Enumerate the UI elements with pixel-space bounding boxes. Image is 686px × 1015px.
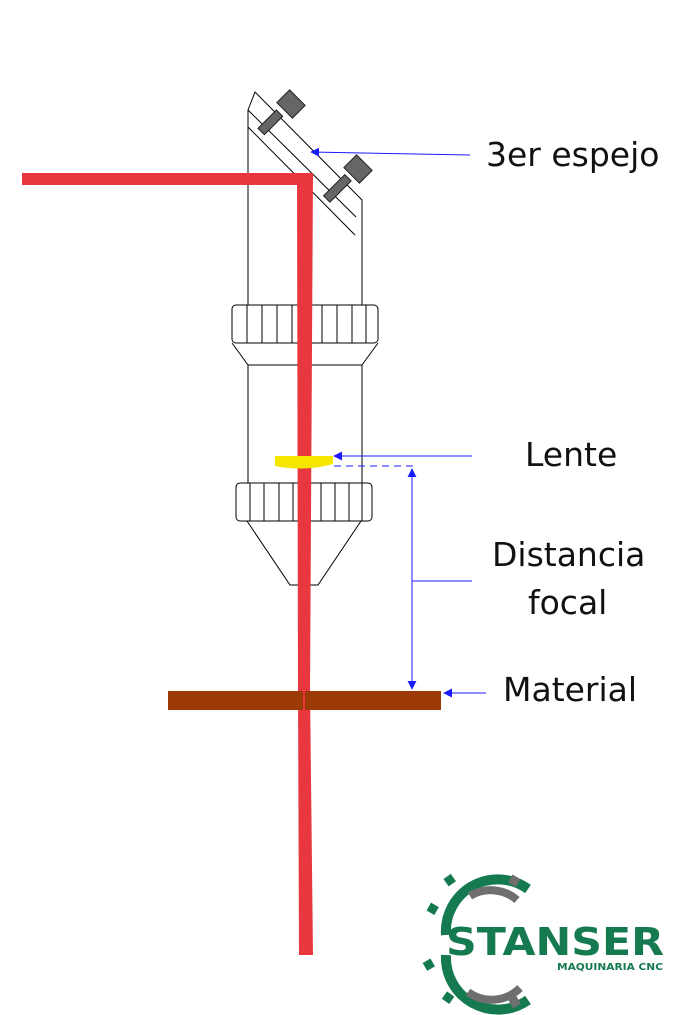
mirror-screw-top (257, 89, 306, 136)
mirror-pointer (310, 147, 471, 157)
annotation-lines (310, 147, 486, 698)
logo-brand-text: STANSER (446, 920, 664, 964)
mirror-screw-bottom (322, 154, 373, 203)
lens-label: Lente (525, 435, 618, 474)
focal-distance-label-line2: focal (528, 583, 608, 622)
focal-distance-label-line1: Distancia (492, 535, 646, 574)
nozzle-cone (246, 520, 362, 586)
mirror-label: 3er espejo (486, 135, 660, 174)
lens (275, 456, 333, 469)
laser-beam (22, 173, 313, 955)
logo-tagline-text: MAQUINARIA CNC (557, 962, 663, 973)
stanser-logo: STANSER MAQUINARIA CNC (422, 873, 664, 1015)
material-label: Material (503, 670, 638, 709)
